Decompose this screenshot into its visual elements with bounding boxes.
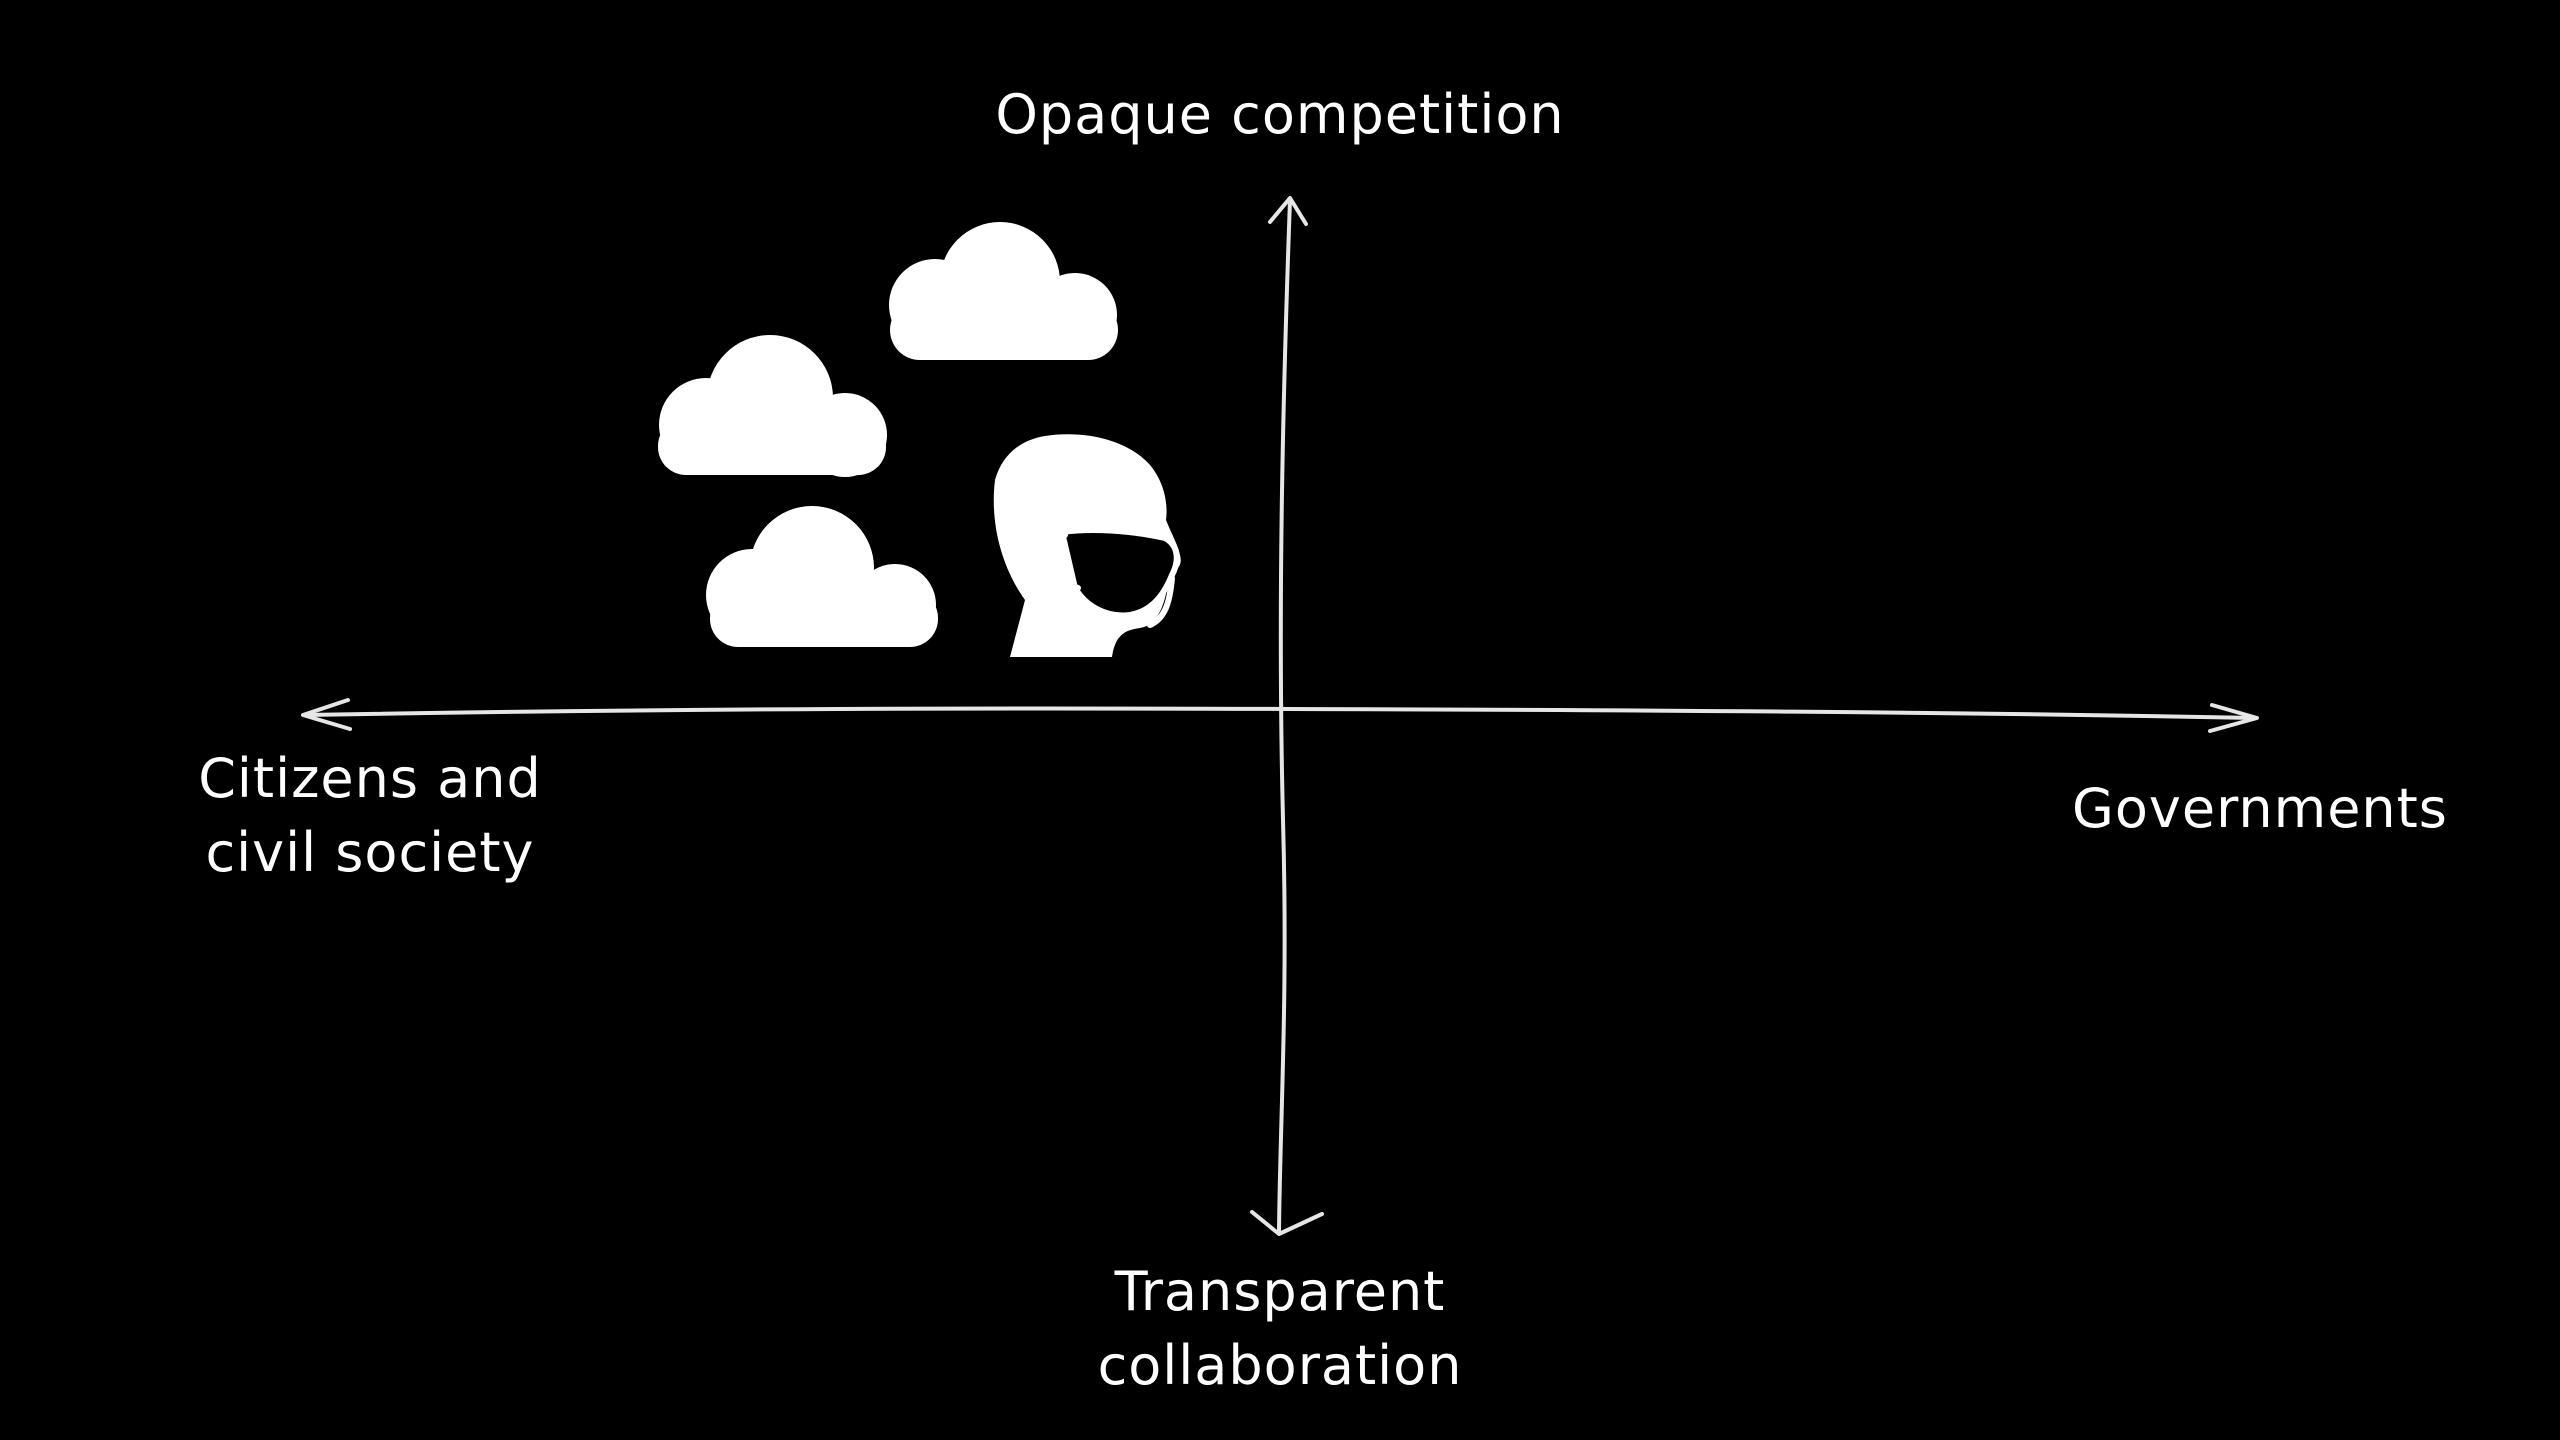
- bottom-arrowhead: [1250, 1210, 1324, 1236]
- cloud-icon: [889, 222, 1118, 360]
- right-arrowhead: [2208, 703, 2259, 733]
- mask-ear-loop: [1043, 531, 1081, 591]
- left-axis-label: Citizens and civil society: [130, 742, 610, 890]
- face-mask: [1059, 527, 1180, 619]
- top-axis-label-text: Opaque competition: [995, 83, 1565, 146]
- horizontal-axis-line: [303, 706, 2257, 720]
- right-axis-label: Governments: [2000, 772, 2520, 846]
- cloud-icon: [706, 506, 938, 647]
- left-axis-label-line-1: Citizens and: [198, 747, 542, 810]
- left-arrowhead: [301, 698, 352, 731]
- bottom-axis-label: Transparent collaboration: [980, 1255, 1580, 1403]
- vertical-axis-line: [1277, 198, 1292, 1234]
- top-arrowhead: [1268, 196, 1308, 226]
- right-axis-label-text: Governments: [2072, 777, 2448, 840]
- left-axis-label-line-2: civil society: [205, 821, 535, 884]
- face-profile-line: [1147, 575, 1175, 628]
- bottom-axis-label-line-1: Transparent: [1114, 1260, 1446, 1323]
- bottom-axis-label-line-2: collaboration: [1097, 1334, 1463, 1397]
- cloud-icon: [658, 335, 887, 477]
- top-axis-label: Opaque competition: [880, 78, 1680, 152]
- masked-person-icon: [993, 434, 1181, 657]
